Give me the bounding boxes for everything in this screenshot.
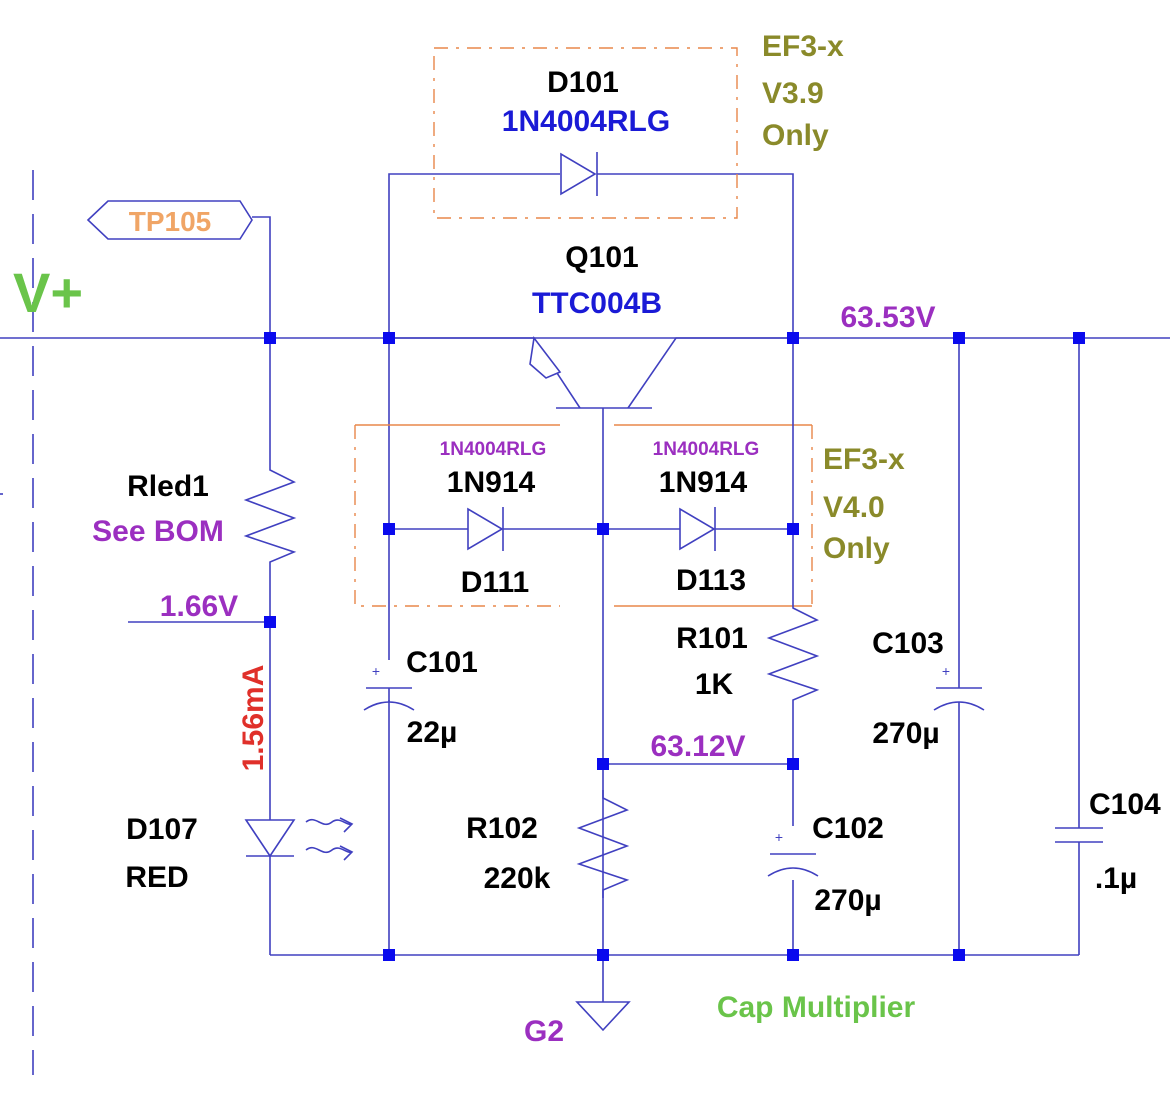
test-point-tp105: TP105 (86, 200, 271, 338)
q101-value: TTC004B (532, 287, 662, 320)
junction-node (953, 949, 965, 961)
c102-ref: C102 (812, 812, 884, 845)
light-arrow-icon (305, 846, 353, 854)
svg-text:+: + (372, 663, 380, 679)
led-voltage: 1.66V (160, 590, 238, 623)
c101-value: 22µ (407, 716, 458, 749)
svg-text:+: + (942, 663, 950, 679)
junction-node (597, 949, 609, 961)
junction-node (787, 758, 799, 770)
r102-value: 220k (484, 862, 551, 895)
variant-note-mid-line1: EF3-x (823, 443, 905, 476)
r101-value: 1K (695, 668, 734, 701)
variant-note-mid-line2: V4.0 (823, 491, 885, 524)
base-voltage: 63.12V (650, 730, 745, 763)
d111-alt-value: 1N4004RLG (440, 439, 547, 460)
junction-node (597, 758, 609, 770)
c104-value: .1µ (1095, 862, 1137, 895)
variant-note-mid-line3: Only (823, 532, 890, 565)
diode-d113 (679, 507, 716, 551)
resistor-r101-symbol (766, 600, 820, 708)
c102-value: 270µ (814, 884, 881, 917)
led-branch (128, 338, 354, 955)
d107-ref: D107 (126, 813, 198, 846)
diode-d111 (467, 507, 504, 551)
d111-value: 1N914 (447, 466, 536, 499)
q101-ref: Q101 (565, 241, 638, 274)
d113-alt-value: 1N4004RLG (653, 439, 760, 460)
capacitor-c101: + (363, 663, 415, 711)
junction-nodes (264, 332, 1085, 961)
d107-value: RED (125, 861, 188, 894)
d101-value: 1N4004RLG (502, 105, 670, 138)
variant-note-top-line2: V3.9 (762, 77, 824, 110)
junction-node (787, 332, 799, 344)
d111-ref: D111 (461, 566, 529, 599)
resistor-symbol (243, 462, 297, 570)
light-arrow-icon (305, 818, 353, 826)
test-point-label: TP105 (129, 206, 212, 237)
r101-ref: R101 (676, 622, 748, 655)
diode-d101 (560, 152, 794, 338)
junction-node (264, 616, 276, 628)
transistor-q101 (389, 336, 793, 955)
led-current: 1.56mA (237, 665, 270, 772)
rail-label: V+ (13, 261, 83, 324)
junction-node (787, 523, 799, 535)
svg-text:+: + (775, 829, 783, 845)
c104-ref: C104 (1089, 788, 1161, 821)
block-title: Cap Multiplier (717, 991, 916, 1024)
d101-ref: D101 (547, 66, 619, 99)
junction-node (383, 332, 395, 344)
junction-node (787, 949, 799, 961)
junction-node (953, 332, 965, 344)
q101-emitter-wire (627, 337, 793, 409)
d113-value: 1N914 (659, 466, 748, 499)
c103-value: 270µ (872, 717, 939, 750)
variant-box-v39 (433, 47, 738, 219)
capacitor-c104 (1055, 827, 1103, 843)
c101-ref: C101 (406, 646, 478, 679)
junction-node (264, 332, 276, 344)
ground-label: G2 (524, 1015, 564, 1048)
emitter-arrow-icon (529, 336, 562, 379)
variant-note-top-line1: EF3-x (762, 30, 844, 63)
junction-node (383, 949, 395, 961)
ground-symbol (575, 955, 631, 1032)
output-voltage: 63.53V (840, 301, 935, 334)
junction-node (597, 523, 609, 535)
rled1-value: See BOM (92, 515, 224, 548)
variant-note-top-line3: Only (762, 119, 829, 152)
capacitor-c102: + (767, 829, 819, 877)
c103-ref: C103 (872, 627, 944, 660)
d113-ref: D113 (676, 564, 746, 597)
rled1-ref: Rled1 (127, 470, 209, 503)
resistor-r102-symbol (576, 790, 630, 898)
d101-left-wire (388, 173, 560, 338)
junction-node (1073, 332, 1085, 344)
r102-ref: R102 (466, 812, 538, 845)
junction-node (383, 523, 395, 535)
led-symbol (244, 819, 296, 858)
